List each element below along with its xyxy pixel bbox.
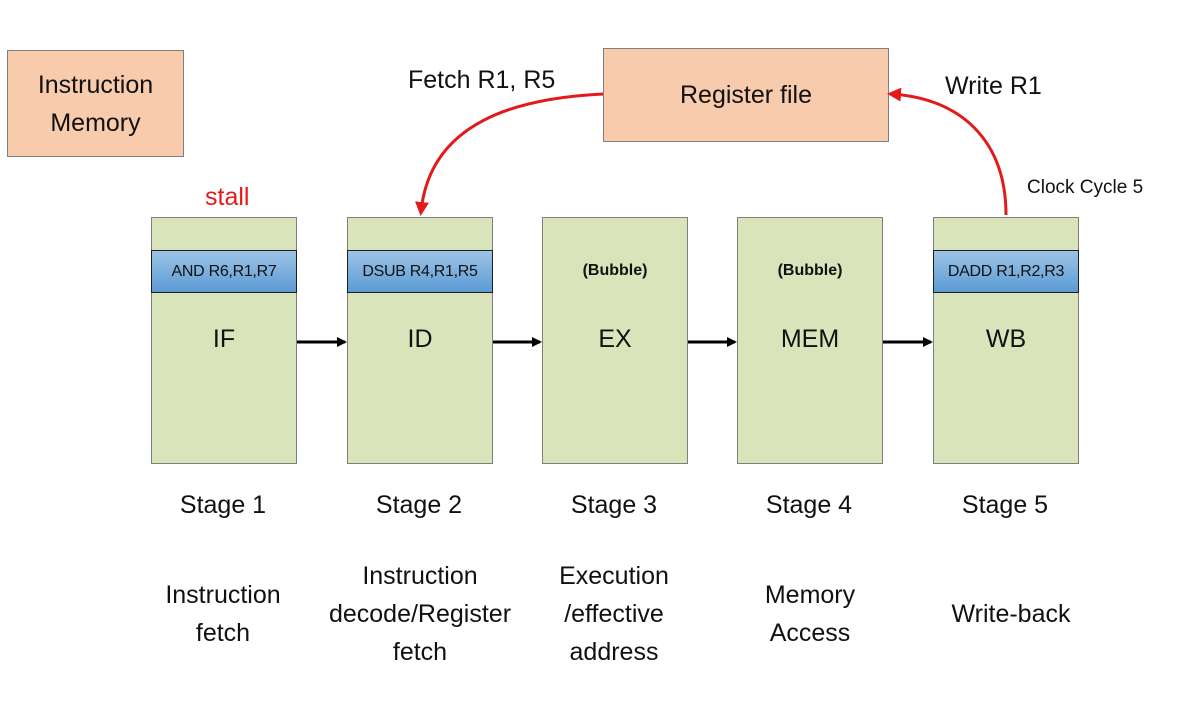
stage-number-2: Stage 2	[375, 491, 463, 519]
stage-description-2: Instruction decode/Register fetch	[328, 562, 512, 666]
instruction-wb: DADD R1,R2,R3	[933, 250, 1079, 293]
stage-number-1: Stage 1	[179, 491, 267, 519]
instruction-memory-label: Instruction Memory	[37, 70, 154, 137]
stage-name-if: IF	[212, 325, 236, 353]
stage-description-3: Execution /effective address	[559, 562, 669, 666]
arrow-fetch-curve	[415, 92, 604, 216]
clock-cycle-label: Clock Cycle 5	[1027, 177, 1144, 198]
stall-label: stall	[205, 183, 250, 211]
instruction-if: AND R6,R1,R7	[151, 250, 297, 293]
fetch-label: Fetch R1, R5	[408, 66, 556, 94]
stage-box-mem	[737, 217, 883, 464]
bubble-ex: (Bubble)	[582, 262, 648, 279]
write-label: Write R1	[945, 72, 1042, 100]
instruction-id: DSUB R4,R1,R5	[347, 250, 493, 293]
stage-number-5: Stage 5	[961, 491, 1049, 519]
stage-description-5: Write-back	[951, 600, 1071, 628]
stage-name-id: ID	[407, 325, 433, 353]
stage-description-1: Instruction fetch	[165, 581, 281, 647]
stage-number-4: Stage 4	[765, 491, 853, 519]
stage-name-wb: WB	[985, 325, 1027, 353]
stage-name-ex: EX	[598, 325, 632, 353]
arrow-write-curve	[887, 87, 1008, 216]
stage-name-mem: MEM	[780, 325, 840, 353]
register-file-label: Register file	[680, 80, 812, 109]
stage-box-ex	[542, 217, 688, 464]
stage-number-3: Stage 3	[570, 491, 658, 519]
stage-description-4: Memory Access	[764, 581, 856, 647]
bubble-mem: (Bubble)	[777, 262, 843, 279]
instruction-memory-box: Instruction Memory	[7, 50, 184, 157]
